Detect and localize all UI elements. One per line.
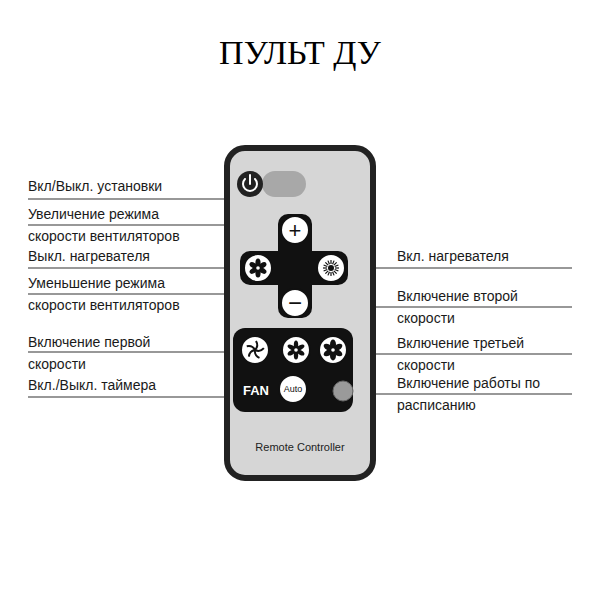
callout-label: Увеличение режима скорости вентиляторов bbox=[28, 203, 200, 247]
callout-label: Включение первой скорости bbox=[28, 331, 163, 375]
leader-line bbox=[352, 393, 572, 394]
callout-label: Включение работы по расписанию bbox=[397, 372, 543, 416]
heater-ray bbox=[330, 260, 331, 264]
callout-label: Уменьшение режима скорости вентиляторов bbox=[28, 272, 200, 316]
speed3-button bbox=[319, 336, 347, 364]
swirl-icon bbox=[246, 341, 264, 359]
heater-ray bbox=[333, 272, 335, 276]
minus-button bbox=[281, 289, 309, 317]
swirl-stroke bbox=[253, 350, 260, 359]
leader-line bbox=[28, 351, 242, 352]
device-caption: Remote Controller bbox=[255, 442, 344, 453]
heater-ray bbox=[335, 270, 339, 272]
fan-icon bbox=[322, 340, 343, 361]
heater-ray bbox=[334, 262, 337, 265]
remote-body bbox=[227, 148, 373, 478]
heater-ray bbox=[328, 272, 330, 276]
button-icons bbox=[246, 259, 343, 361]
swirl-stroke bbox=[246, 345, 255, 350]
speed2-button bbox=[282, 336, 310, 364]
indicator-pill bbox=[262, 171, 306, 197]
cross-pad bbox=[240, 251, 348, 285]
callout-label: Включение третьей скорости bbox=[397, 332, 543, 376]
speed1-button bbox=[241, 336, 269, 364]
timer-button bbox=[279, 375, 307, 403]
fan-icon bbox=[248, 259, 267, 278]
power-button bbox=[237, 171, 263, 197]
fan-hub bbox=[294, 348, 298, 352]
button-caption: FAN bbox=[243, 384, 269, 397]
leader-line bbox=[344, 267, 572, 268]
callout-label: Вкл. нагревателя bbox=[397, 245, 567, 267]
heater-on-button bbox=[317, 254, 345, 282]
heater-ray bbox=[335, 265, 339, 267]
button-symbol: + bbox=[289, 220, 302, 242]
leader-line bbox=[28, 198, 240, 199]
fan-blade bbox=[248, 261, 258, 270]
heater-ray bbox=[325, 271, 328, 274]
heater-ray bbox=[335, 267, 339, 268]
swirl-stroke bbox=[255, 347, 264, 352]
heater-icon bbox=[323, 260, 339, 276]
heater-core bbox=[328, 265, 334, 271]
leader-line bbox=[346, 353, 572, 354]
callout-label: Выкл. нагревателя bbox=[28, 245, 228, 267]
fan-panel bbox=[233, 328, 353, 412]
heater-ray bbox=[328, 261, 330, 265]
heater-ray bbox=[324, 265, 328, 267]
button-symbol: − bbox=[288, 291, 302, 315]
fan-hub bbox=[256, 266, 260, 270]
moon-symbol bbox=[339, 385, 345, 397]
fan-hub bbox=[331, 348, 335, 352]
callout-label: Включение второй скорости bbox=[397, 285, 543, 329]
callout-label: Вкл/Выкл. установки bbox=[28, 175, 238, 197]
heater-ray bbox=[325, 262, 328, 265]
heater-ray bbox=[324, 270, 328, 272]
heater-ray bbox=[334, 271, 337, 274]
heater-ray bbox=[323, 267, 327, 268]
fan-icon bbox=[287, 341, 306, 360]
button-caption: Auto bbox=[284, 385, 303, 394]
leader-line bbox=[28, 267, 244, 268]
fan-blade bbox=[322, 342, 334, 352]
page-title: ПУЛЬТ ДУ bbox=[0, 34, 600, 72]
power-symbol bbox=[249, 175, 251, 184]
heater-off-button bbox=[244, 254, 272, 282]
schedule-button bbox=[333, 381, 353, 401]
heater-ray bbox=[333, 261, 335, 265]
heater-ray bbox=[330, 272, 331, 276]
callout-label: Вкл./Выкл. таймера bbox=[28, 374, 228, 396]
plus-button bbox=[281, 216, 309, 244]
